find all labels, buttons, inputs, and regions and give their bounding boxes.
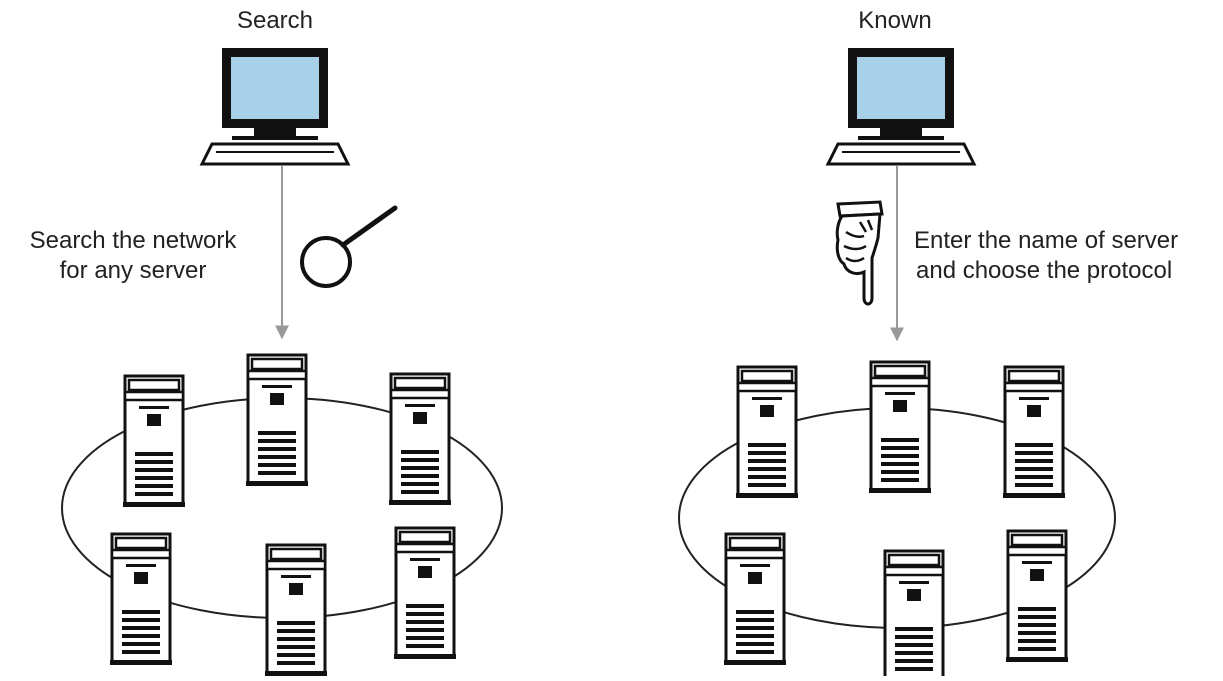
server-icon [263,543,329,678]
server-icon [121,374,187,509]
left-title: Search [236,7,314,34]
server-icon [881,549,947,681]
known-computer-icon [826,46,976,166]
server-icon [392,526,458,661]
left-caption-line1: Search the network [29,227,237,254]
right-title: Known [858,7,932,34]
server-icon [722,532,788,667]
server-icon [387,372,453,507]
server-icon [867,360,933,495]
right-caption-line2: and choose the protocol [916,257,1173,284]
pointing-hand-icon [835,200,884,306]
server-icon [1001,365,1067,500]
server-icon [244,353,310,488]
search-computer-icon [200,46,350,166]
left-panel [61,46,503,678]
left-caption-line2: for any server [59,257,207,284]
right-caption-line1: Enter the name of server [914,227,1179,254]
server-icon [108,532,174,667]
server-icon [734,365,800,500]
server-icon [1004,529,1070,664]
magnifier-icon [300,205,398,288]
right-panel [678,46,1116,681]
